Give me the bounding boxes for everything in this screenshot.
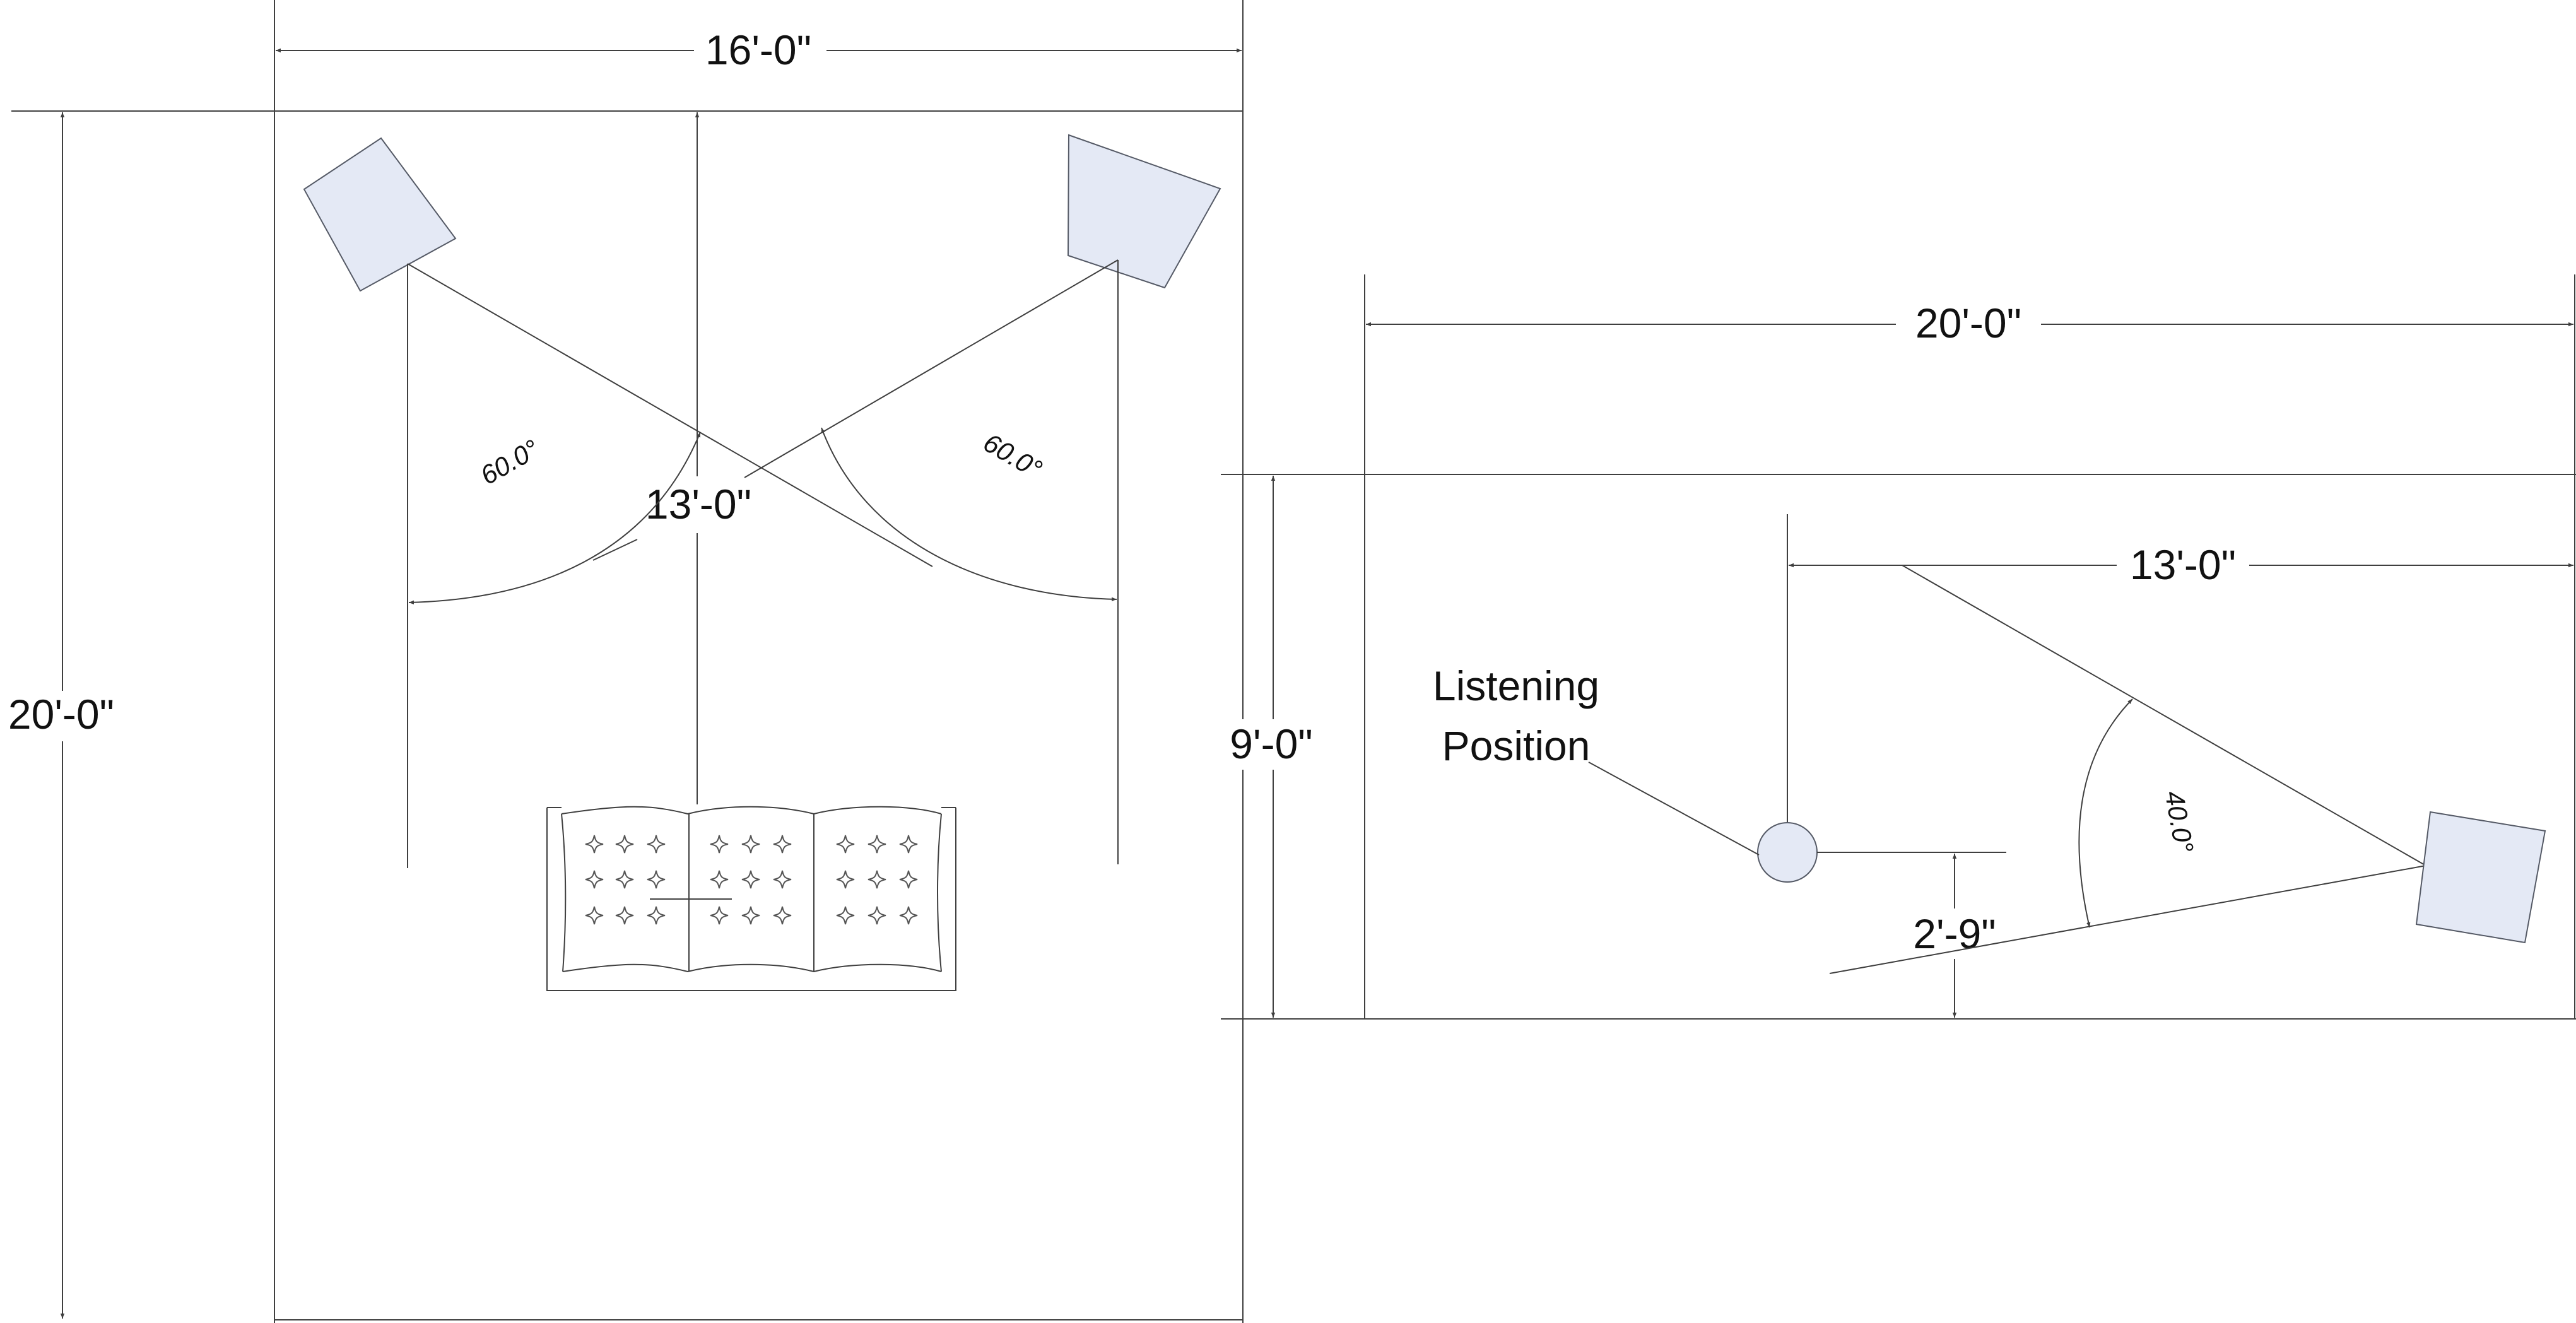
elevation-speaker [2415, 811, 2546, 944]
couch [546, 806, 956, 991]
right-speaker-toe-line [744, 259, 1119, 478]
left-speaker [303, 137, 457, 292]
tilt-angle-arc [2078, 698, 2133, 928]
right-speaker [1067, 134, 1221, 289]
width-dimension-label: 16'-0" [705, 26, 811, 73]
upper-sight-line [1902, 565, 2426, 866]
left-angle-arc [408, 432, 701, 604]
left-angle-label: 60.0° [475, 433, 544, 490]
right-angle-label: 60.0° [979, 427, 1047, 484]
ear-height-label: 2'-9" [1913, 910, 1996, 957]
elevation-view: 20'-0" 9'-0" 13'-0" Listening Position 2… [1214, 274, 2576, 1020]
listening-position-label-line1: Listening [1433, 662, 1599, 709]
left-angle-arc-tail [592, 539, 638, 561]
height-dimension-label: 9'-0" [1230, 720, 1312, 767]
listening-position-label-line2: Position [1442, 722, 1591, 769]
listener-distance-label: 13'-0" [645, 481, 751, 527]
listening-position-leader [1588, 761, 1760, 856]
couch-tufting [585, 835, 918, 925]
tilt-angle-label: 40.0° [2160, 789, 2199, 855]
elevation-distance-label: 13'-0" [2130, 541, 2236, 588]
plan-view: 16'-0" 20'-0" 13'-0" 60.0° 60.0° [1, 0, 1244, 1323]
length-dimension-label: 20'-0" [8, 691, 114, 738]
elevation-length-dimension-label: 20'-0" [1915, 300, 2021, 346]
listening-position-head [1757, 822, 1818, 883]
right-angle-arc [821, 427, 1117, 602]
